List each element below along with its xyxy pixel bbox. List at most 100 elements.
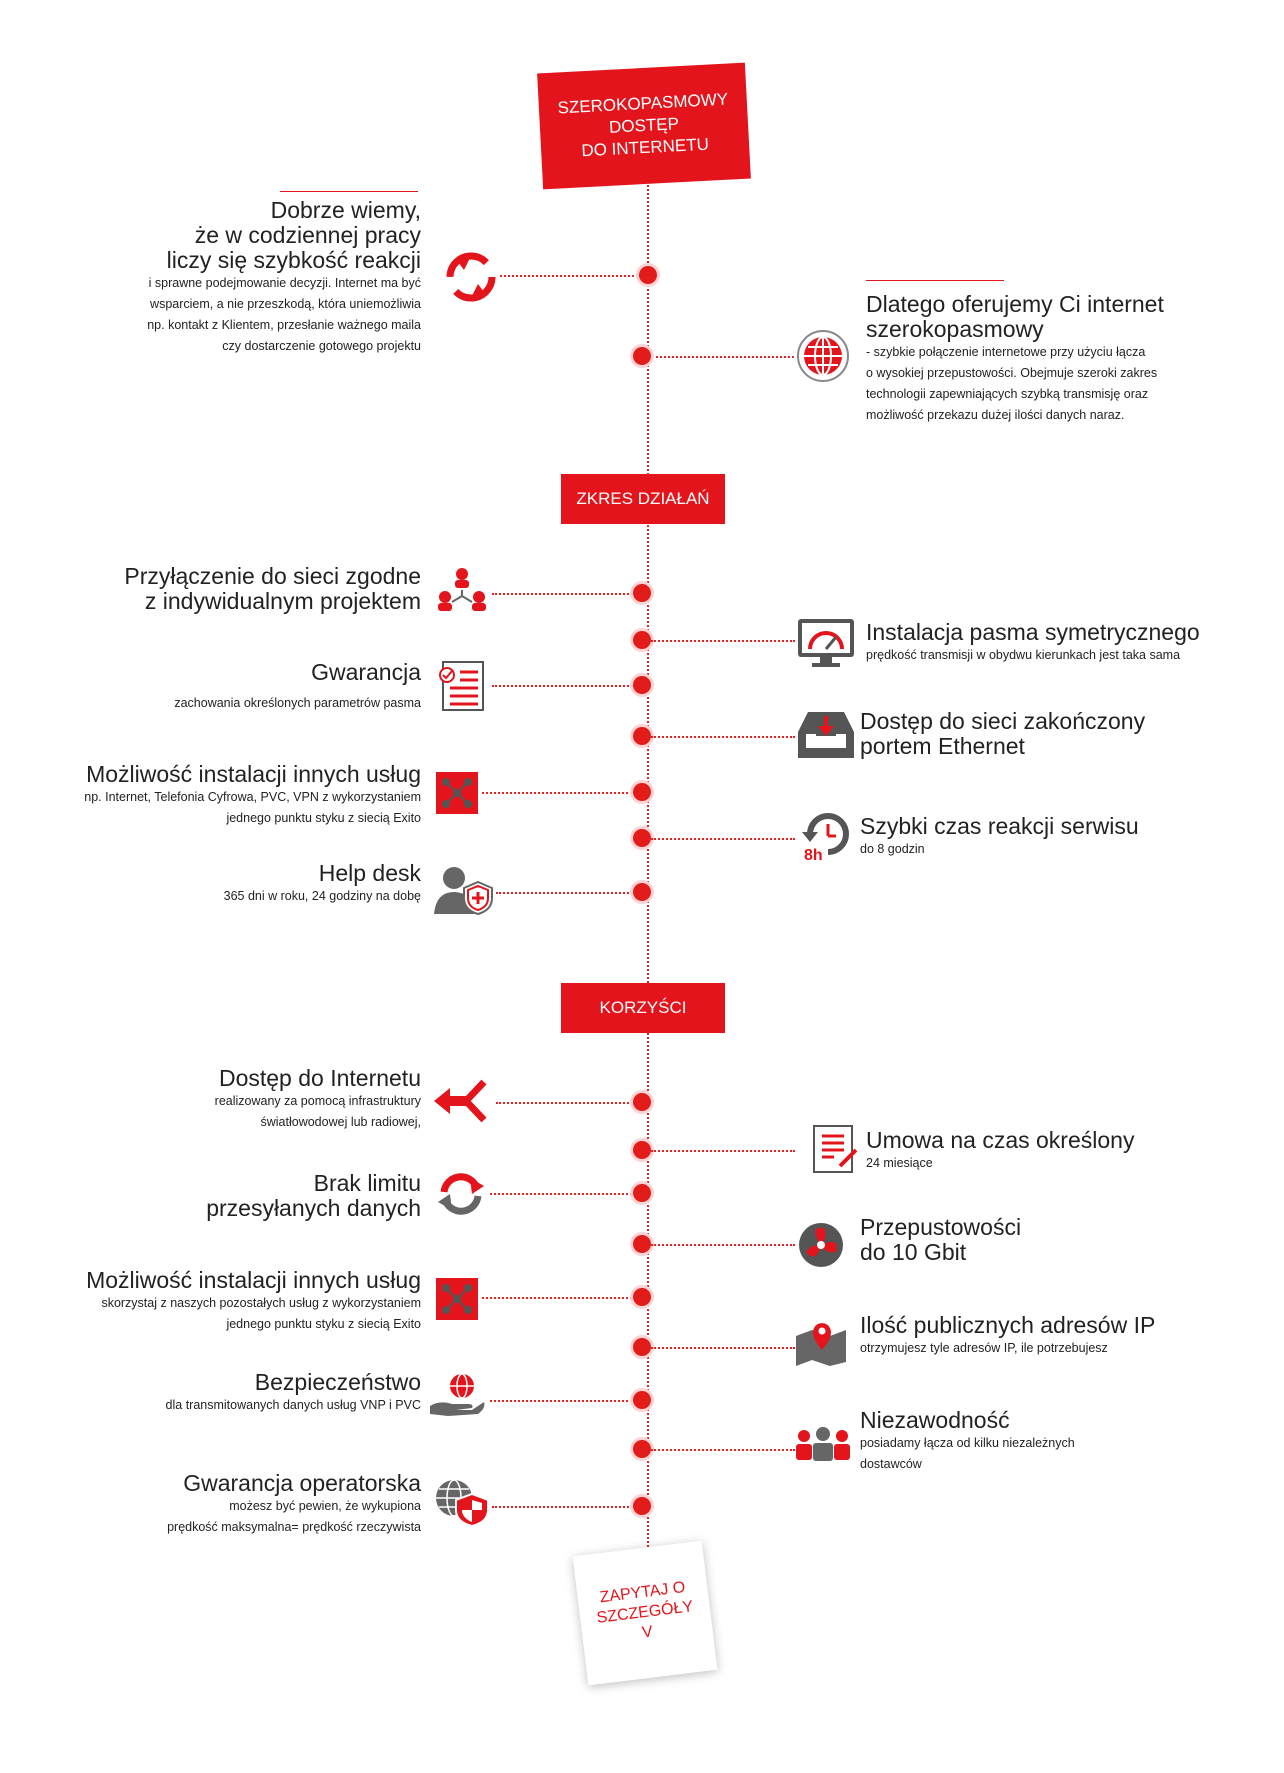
people-group-icon bbox=[796, 1427, 850, 1461]
benefit-item5: Możliwość instalacji innych usług skorzy… bbox=[0, 1268, 421, 1335]
timeline-dot bbox=[633, 676, 651, 694]
connector bbox=[492, 593, 636, 595]
timeline-line bbox=[647, 180, 649, 1575]
benefit-item2-sub: 24 miesiące bbox=[866, 1156, 933, 1170]
scope-item4: Dostęp do sieci zakończony portem Ethern… bbox=[860, 709, 1280, 759]
timeline-dot bbox=[639, 266, 657, 284]
speedometer-monitor-icon bbox=[798, 619, 854, 667]
contract-icon bbox=[813, 1125, 858, 1173]
benefit-item7-title: Bezpieczeństwo bbox=[254, 1369, 421, 1395]
header-line3: DO INTERNETU bbox=[580, 134, 710, 161]
connector bbox=[651, 1150, 795, 1152]
scope-item6: Szybki czas reakcji serwisu do 8 godzin bbox=[860, 814, 1280, 860]
benefit-item6-title: Ilość publicznych adresów IP bbox=[860, 1312, 1156, 1338]
intro-right-rule bbox=[866, 280, 1004, 281]
benefit-item4-title2: do 10 Gbit bbox=[860, 1239, 967, 1265]
section-scope-text: ZKRES DZIAŁAŃ bbox=[576, 489, 710, 508]
intro-left-text: Dobrze wiemy, że w codziennej pracy licz… bbox=[61, 198, 421, 357]
scope-item2: Instalacja pasma symetrycznego prędkość … bbox=[866, 620, 1284, 666]
connector bbox=[651, 736, 795, 738]
benefit-item9-sub2: prędkość maksymalna= prędkość rzeczywist… bbox=[167, 1520, 421, 1534]
scope-item3: Gwarancja zachowania określonych paramet… bbox=[1, 660, 421, 714]
benefit-item6: Ilość publicznych adresów IP otrzymujesz… bbox=[860, 1313, 1280, 1359]
ask-details-button[interactable]: ZAPYTAJ O SZCZEGÓŁY V bbox=[572, 1540, 718, 1686]
scope-item5: Możliwość instalacji innych usług np. In… bbox=[0, 762, 421, 829]
intro-right-title2: szerokopasmowy bbox=[866, 316, 1044, 342]
header-box: SZEROKOPASMOWY DOSTĘP DO INTERNETU bbox=[537, 62, 751, 190]
connector bbox=[490, 1193, 636, 1195]
connector bbox=[656, 356, 794, 358]
benefit-item2-title: Umowa na czas określony bbox=[866, 1127, 1135, 1153]
intro-left-body1: i sprawne podejmowanie decyzji. Internet… bbox=[148, 276, 421, 290]
benefit-item3: Brak limitu przesyłanych danych bbox=[1, 1171, 421, 1221]
section-scope-label: ZKRES DZIAŁAŃ bbox=[561, 474, 725, 524]
scope-item5-sub2: jednego punktu styku z siecią Exito bbox=[226, 811, 421, 825]
timeline-dot bbox=[633, 727, 651, 745]
timeline-dot bbox=[633, 1093, 651, 1111]
connector bbox=[496, 1102, 636, 1104]
hand-globe-icon bbox=[430, 1373, 485, 1416]
benefit-item1: Dostęp do Internetu realizowany za pomoc… bbox=[1, 1066, 421, 1133]
timeline-dot bbox=[633, 1235, 651, 1253]
connector bbox=[651, 1449, 795, 1451]
benefit-item7-sub: dla transmitowanych danych usług VNP i P… bbox=[165, 1398, 421, 1412]
intro-right-body4: możliwość przekazu dużej ilości danych n… bbox=[866, 408, 1125, 422]
scope-item2-sub: prędkość transmisji w obydwu kierunkach … bbox=[866, 648, 1181, 662]
refresh-arrows-icon bbox=[446, 252, 496, 302]
connector bbox=[651, 1347, 795, 1349]
benefit-item1-sub2: światłowodowej lub radiowej, bbox=[260, 1115, 422, 1129]
benefit-item9: Gwarancja operatorska możesz być pewien,… bbox=[1, 1471, 421, 1538]
timeline-dot bbox=[633, 347, 651, 365]
intro-left-body2: wsparciem, a nie przeszkodą, która uniem… bbox=[150, 297, 421, 311]
timeline-dot bbox=[633, 883, 651, 901]
scope-item1-title2: z indywidualnym projektem bbox=[144, 588, 421, 614]
connector bbox=[490, 1400, 636, 1402]
checklist-icon bbox=[439, 661, 484, 711]
benefit-item8-title: Niezawodność bbox=[860, 1407, 1010, 1433]
section-benefits-label: KORZYŚCI bbox=[561, 983, 725, 1033]
benefit-item8-sub1: posiadamy łącza od kilku niezależnych bbox=[860, 1436, 1075, 1450]
scope-item7: Help desk 365 dni w roku, 24 godziny na … bbox=[1, 861, 421, 907]
benefit-item1-title: Dostęp do Internetu bbox=[218, 1065, 421, 1091]
connector bbox=[492, 685, 636, 687]
benefit-item2: Umowa na czas określony 24 miesiące bbox=[866, 1128, 1284, 1174]
connector bbox=[651, 838, 795, 840]
scope-item7-sub: 365 dni w roku, 24 godziny na dobę bbox=[223, 889, 421, 903]
intro-left-title1: Dobrze wiemy, bbox=[270, 197, 421, 223]
scope-item4-title1: Dostęp do sieci zakończony bbox=[860, 708, 1146, 734]
scope-item6-sub: do 8 godzin bbox=[860, 842, 925, 856]
sync-icon bbox=[438, 1173, 484, 1215]
intro-right-text: Dlatego oferujemy Ci internet szerokopas… bbox=[866, 292, 1226, 426]
intro-left-body4: czy dostarczenie gotowego projektu bbox=[222, 339, 421, 353]
benefit-item4: Przepustowości do 10 Gbit bbox=[860, 1215, 1280, 1265]
map-pin-icon bbox=[796, 1323, 846, 1366]
intro-right-body1: - szybkie połączenie internetowe przy uż… bbox=[866, 345, 1146, 359]
scope-item1-title1: Przyłączenie do sieci zgodne bbox=[124, 563, 421, 589]
scope-item3-sub: zachowania określonych parametrów pasma bbox=[174, 696, 421, 710]
benefit-item6-sub: otrzymujesz tyle adresów IP, ile potrzeb… bbox=[860, 1341, 1108, 1355]
timeline-dot bbox=[633, 1184, 651, 1202]
connector bbox=[496, 892, 636, 894]
clock-8h-icon: 8h bbox=[802, 813, 849, 862]
split-arrow-icon bbox=[434, 1079, 487, 1123]
benefit-item5-sub1: skorzystaj z naszych pozostałych usług z… bbox=[101, 1296, 421, 1310]
benefit-item7: Bezpieczeństwo dla transmitowanych danyc… bbox=[1, 1370, 421, 1416]
intro-left-title3: liczy się szybkość reakcji bbox=[166, 247, 421, 273]
benefit-item9-title: Gwarancja operatorska bbox=[183, 1470, 421, 1496]
benefit-item5-title: Możliwość instalacji innych usług bbox=[86, 1267, 421, 1293]
section-benefits-text: KORZYŚCI bbox=[599, 998, 687, 1017]
nodes-icon bbox=[436, 1278, 478, 1320]
globe-icon bbox=[797, 330, 849, 382]
inbox-download-icon bbox=[798, 712, 854, 758]
benefit-item9-sub1: możesz być pewien, że wykupiona bbox=[229, 1499, 421, 1513]
timeline-dot bbox=[633, 1391, 651, 1409]
intro-right-body2: o wysokiej przepustowości. Obejmuje szer… bbox=[866, 366, 1158, 380]
connector bbox=[482, 1297, 636, 1299]
benefit-item4-title1: Przepustowości bbox=[860, 1214, 1022, 1240]
benefit-item3-title1: Brak limitu bbox=[313, 1170, 421, 1196]
scope-item6-title: Szybki czas reakcji serwisu bbox=[860, 813, 1139, 839]
benefit-item1-sub1: realizowany za pomocą infrastruktury bbox=[214, 1094, 421, 1108]
network-people-icon bbox=[438, 568, 486, 611]
timeline-dot bbox=[633, 1338, 651, 1356]
intro-right-body3: technologii zapewniających szybką transm… bbox=[866, 387, 1149, 401]
